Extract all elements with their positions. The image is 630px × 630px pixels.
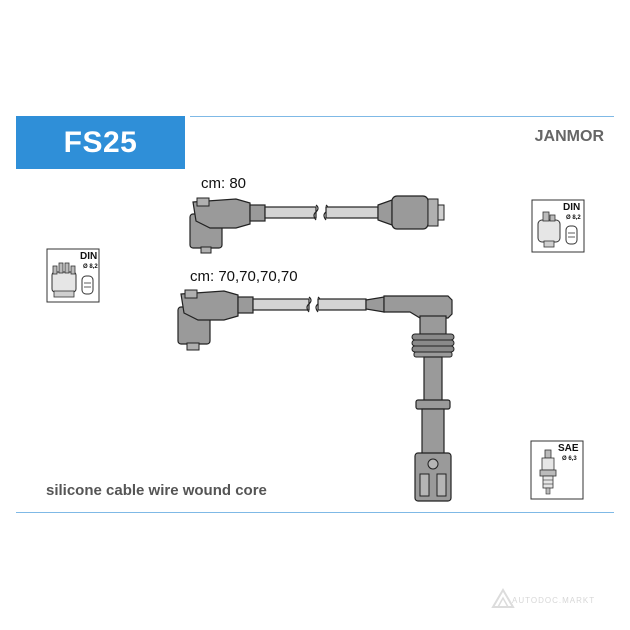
spark-plug-icon <box>539 449 557 495</box>
sae-badge-label: SAE <box>558 443 579 454</box>
sae-badge-size: Ø 6,3 <box>562 456 577 462</box>
short-cable-wire-left <box>264 206 317 219</box>
short-cable-label: cm: 80 <box>201 175 247 192</box>
right-din-badge-size: Ø 8,2 <box>566 215 581 221</box>
right-din-badge <box>531 199 585 253</box>
right-din-badge-label: DIN <box>563 202 581 213</box>
product-description: silicone cable wire wound core <box>46 482 267 499</box>
left-din-badge-size: Ø 8,2 <box>83 264 98 270</box>
coil-connector-icon <box>537 211 561 248</box>
distributor-cap-icon <box>51 262 77 298</box>
long-cable-label: cm: 70,70,70,70 <box>190 268 298 285</box>
long-cable-wire-left <box>252 298 310 311</box>
left-din-badge <box>46 248 100 303</box>
sae-badge <box>530 440 584 500</box>
short-cable <box>189 195 445 254</box>
long-cable <box>177 289 455 502</box>
product-code: FS25 <box>63 126 138 159</box>
brand-name: JANMOR <box>534 128 604 145</box>
long-cable-tall-plug-boot <box>365 295 455 502</box>
header-divider <box>190 116 614 117</box>
product-code-box: FS25 <box>16 116 185 169</box>
terminal-profile-icon <box>81 275 94 295</box>
watermark-text: AUTODOC.MARKT <box>512 596 596 605</box>
footer-divider <box>16 512 614 513</box>
short-cable-wire-right <box>325 206 379 219</box>
terminal-profile-icon <box>565 225 578 245</box>
short-cable-straight-end <box>377 195 445 230</box>
long-cable-wire-right <box>317 298 367 311</box>
left-din-badge-label: DIN <box>80 251 98 262</box>
watermark-logo <box>491 588 515 608</box>
long-cable-angled-boot <box>177 289 254 351</box>
long-cable-break-left <box>306 296 312 313</box>
short-cable-angled-boot <box>189 197 266 254</box>
short-cable-break-left <box>313 204 319 221</box>
